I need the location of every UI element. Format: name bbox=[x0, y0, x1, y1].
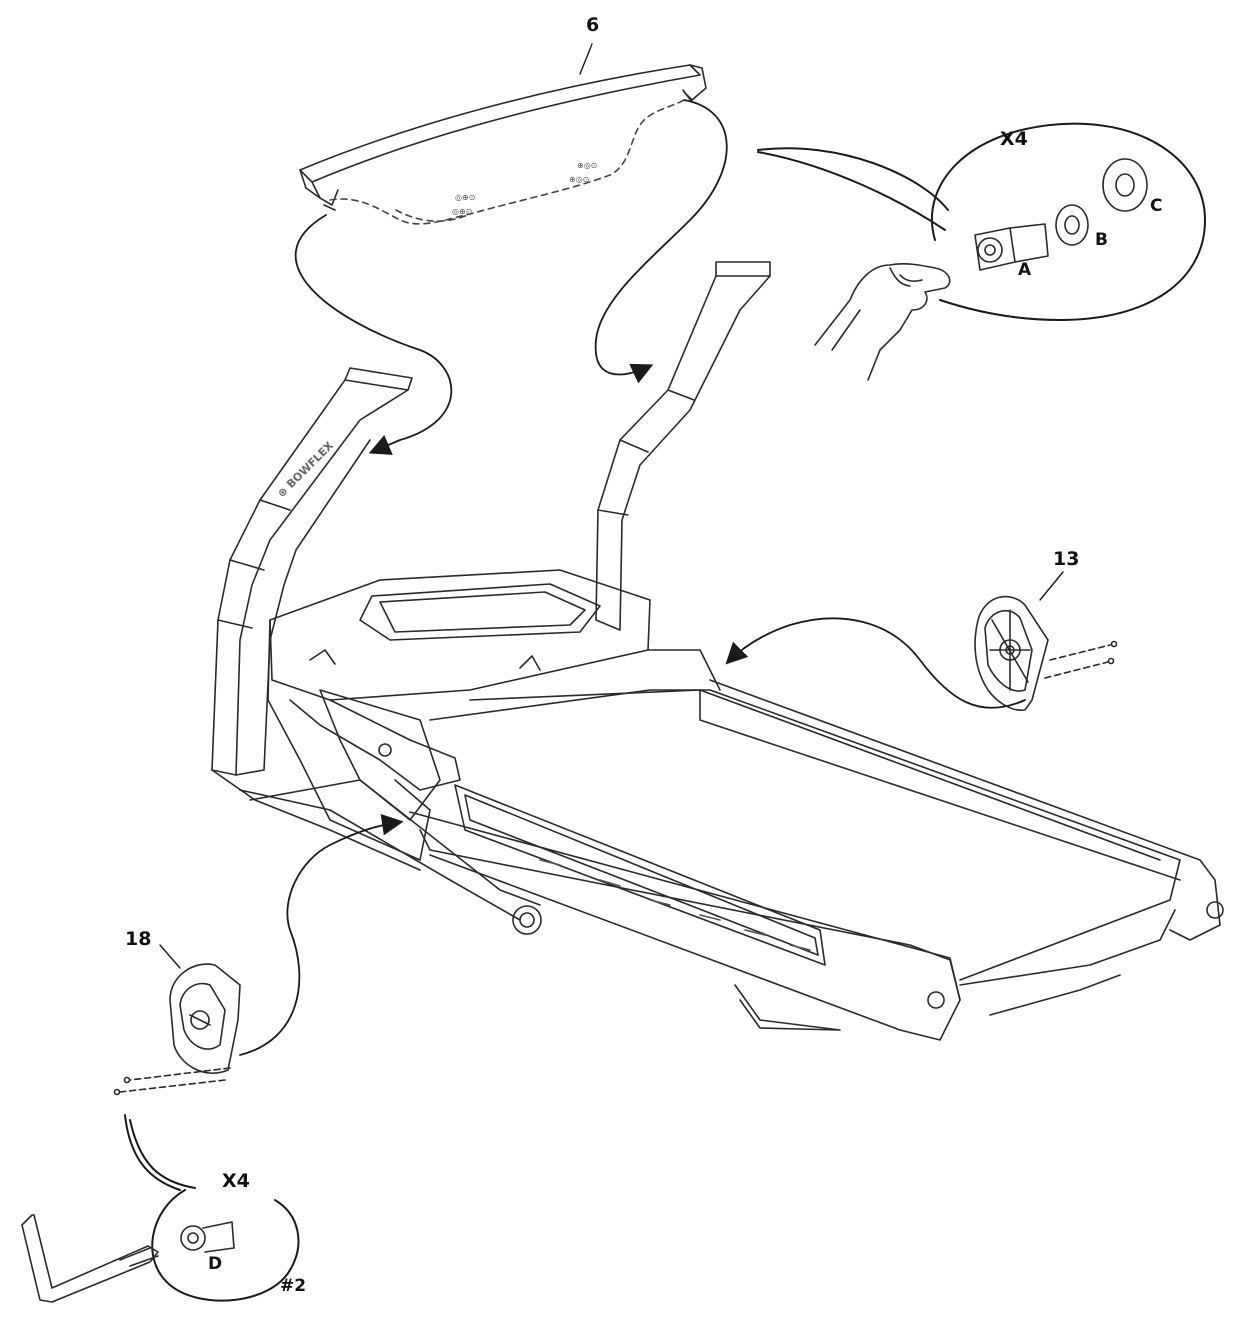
quantity-label-bottom: X4 bbox=[222, 1170, 250, 1192]
hardware-label-d: D bbox=[208, 1254, 223, 1274]
end-cap-part-13 bbox=[974, 571, 1118, 711]
connector-part-18 bbox=[239, 813, 404, 1056]
end-cap-part-18 bbox=[113, 944, 241, 1096]
svg-text:◎⊕⊙: ◎⊕⊙ bbox=[455, 193, 475, 202]
callout-part-18: 18 bbox=[125, 928, 152, 950]
crossbar-part-6: ◎⊕⊙ ◎⊕⊙ ⊕◎⊙ ⊕◎⊙ bbox=[299, 43, 707, 225]
connector-left-upright bbox=[294, 214, 453, 455]
svg-text:⊛ BOWFLEX: ⊛ BOWFLEX bbox=[275, 439, 336, 500]
left-upright: ⊛ BOWFLEX bbox=[211, 367, 413, 776]
quantity-label-top: X4 bbox=[1000, 128, 1028, 150]
hand-tighten-icon bbox=[814, 262, 951, 381]
bolt-icon bbox=[180, 1221, 235, 1253]
hardware-label-a: A bbox=[1018, 260, 1032, 280]
hardware-label-b: B bbox=[1095, 230, 1108, 250]
bolt-icon bbox=[974, 223, 1049, 271]
tool-size-label: #2 bbox=[280, 1276, 307, 1296]
connector-part-13 bbox=[725, 617, 1026, 709]
lock-washer-icon bbox=[1055, 204, 1089, 246]
treadmill-base-frame bbox=[211, 569, 1224, 1041]
connector-right-upright bbox=[594, 99, 728, 384]
hardware-label-c: C bbox=[1150, 196, 1163, 216]
svg-text:⊕◎⊙: ⊕◎⊙ bbox=[569, 175, 589, 184]
callout-part-6: 6 bbox=[586, 14, 600, 36]
flat-washer-icon bbox=[1102, 158, 1148, 212]
svg-text:◎⊕⊙: ◎⊕⊙ bbox=[452, 207, 472, 216]
hardware-detail-bottom bbox=[21, 1114, 300, 1303]
right-upright bbox=[595, 261, 771, 631]
svg-text:⊕◎⊙: ⊕◎⊙ bbox=[577, 161, 597, 170]
hex-key-icon bbox=[21, 1214, 159, 1303]
callout-part-13: 13 bbox=[1053, 548, 1080, 570]
hardware-detail-top bbox=[757, 122, 1206, 381]
